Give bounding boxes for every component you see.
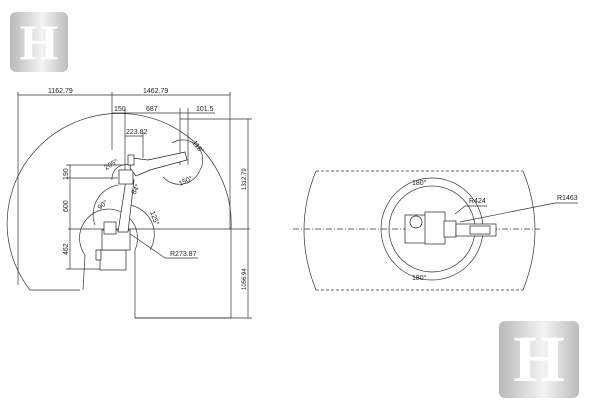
side-view: 1162.79 1462.79 150 687 101.5 223.82 190… [6, 88, 252, 319]
dim-label: 1056.94 [242, 268, 248, 290]
angle-arc-j2-front [129, 204, 155, 251]
logo-letter: H [513, 322, 565, 396]
dim-label: 1162.79 [48, 88, 73, 95]
dim-label: 190 [63, 168, 70, 180]
angle-label: 90° [96, 198, 109, 211]
angle-arc-j2-back [92, 184, 119, 226]
radius-leader-r1463 [459, 202, 556, 223]
envelope-left-arc [303, 170, 317, 291]
dim-label: 1312.79 [242, 168, 248, 190]
angle-label: 150° [177, 174, 194, 187]
radius-label: R273.87 [170, 251, 197, 258]
dim-label: 150 [114, 106, 126, 113]
dim-label: 1462.79 [143, 88, 168, 95]
radius-label-r424: R424 [469, 198, 486, 205]
logo-top-left: H [10, 12, 68, 72]
radius-leader-r424 [454, 205, 466, 215]
angle-arc-j5 [162, 139, 204, 185]
dim-label: 600 [63, 200, 70, 212]
angle-label-top: 180° [412, 179, 427, 187]
robot-top-silhouette [404, 211, 497, 245]
dim-label: 101.5 [196, 106, 214, 113]
top-view: 180° 180° R424 R1463 [293, 170, 578, 291]
angle-label: 118° [190, 139, 205, 155]
angle-label-bottom: 180° [412, 274, 427, 282]
envelope-right-arc [522, 170, 536, 291]
dim-label: 223.82 [126, 129, 148, 136]
dim-label: 687 [146, 106, 158, 113]
logo-bottom-right: H [499, 321, 579, 398]
robot-side-silhouette [95, 151, 188, 271]
radius-label-r1463: R1463 [557, 195, 578, 202]
logo-letter: H [19, 14, 59, 70]
dim-label: 462 [63, 243, 70, 255]
angle-label: 205° [103, 157, 120, 171]
workspace-envelope [6, 113, 232, 319]
